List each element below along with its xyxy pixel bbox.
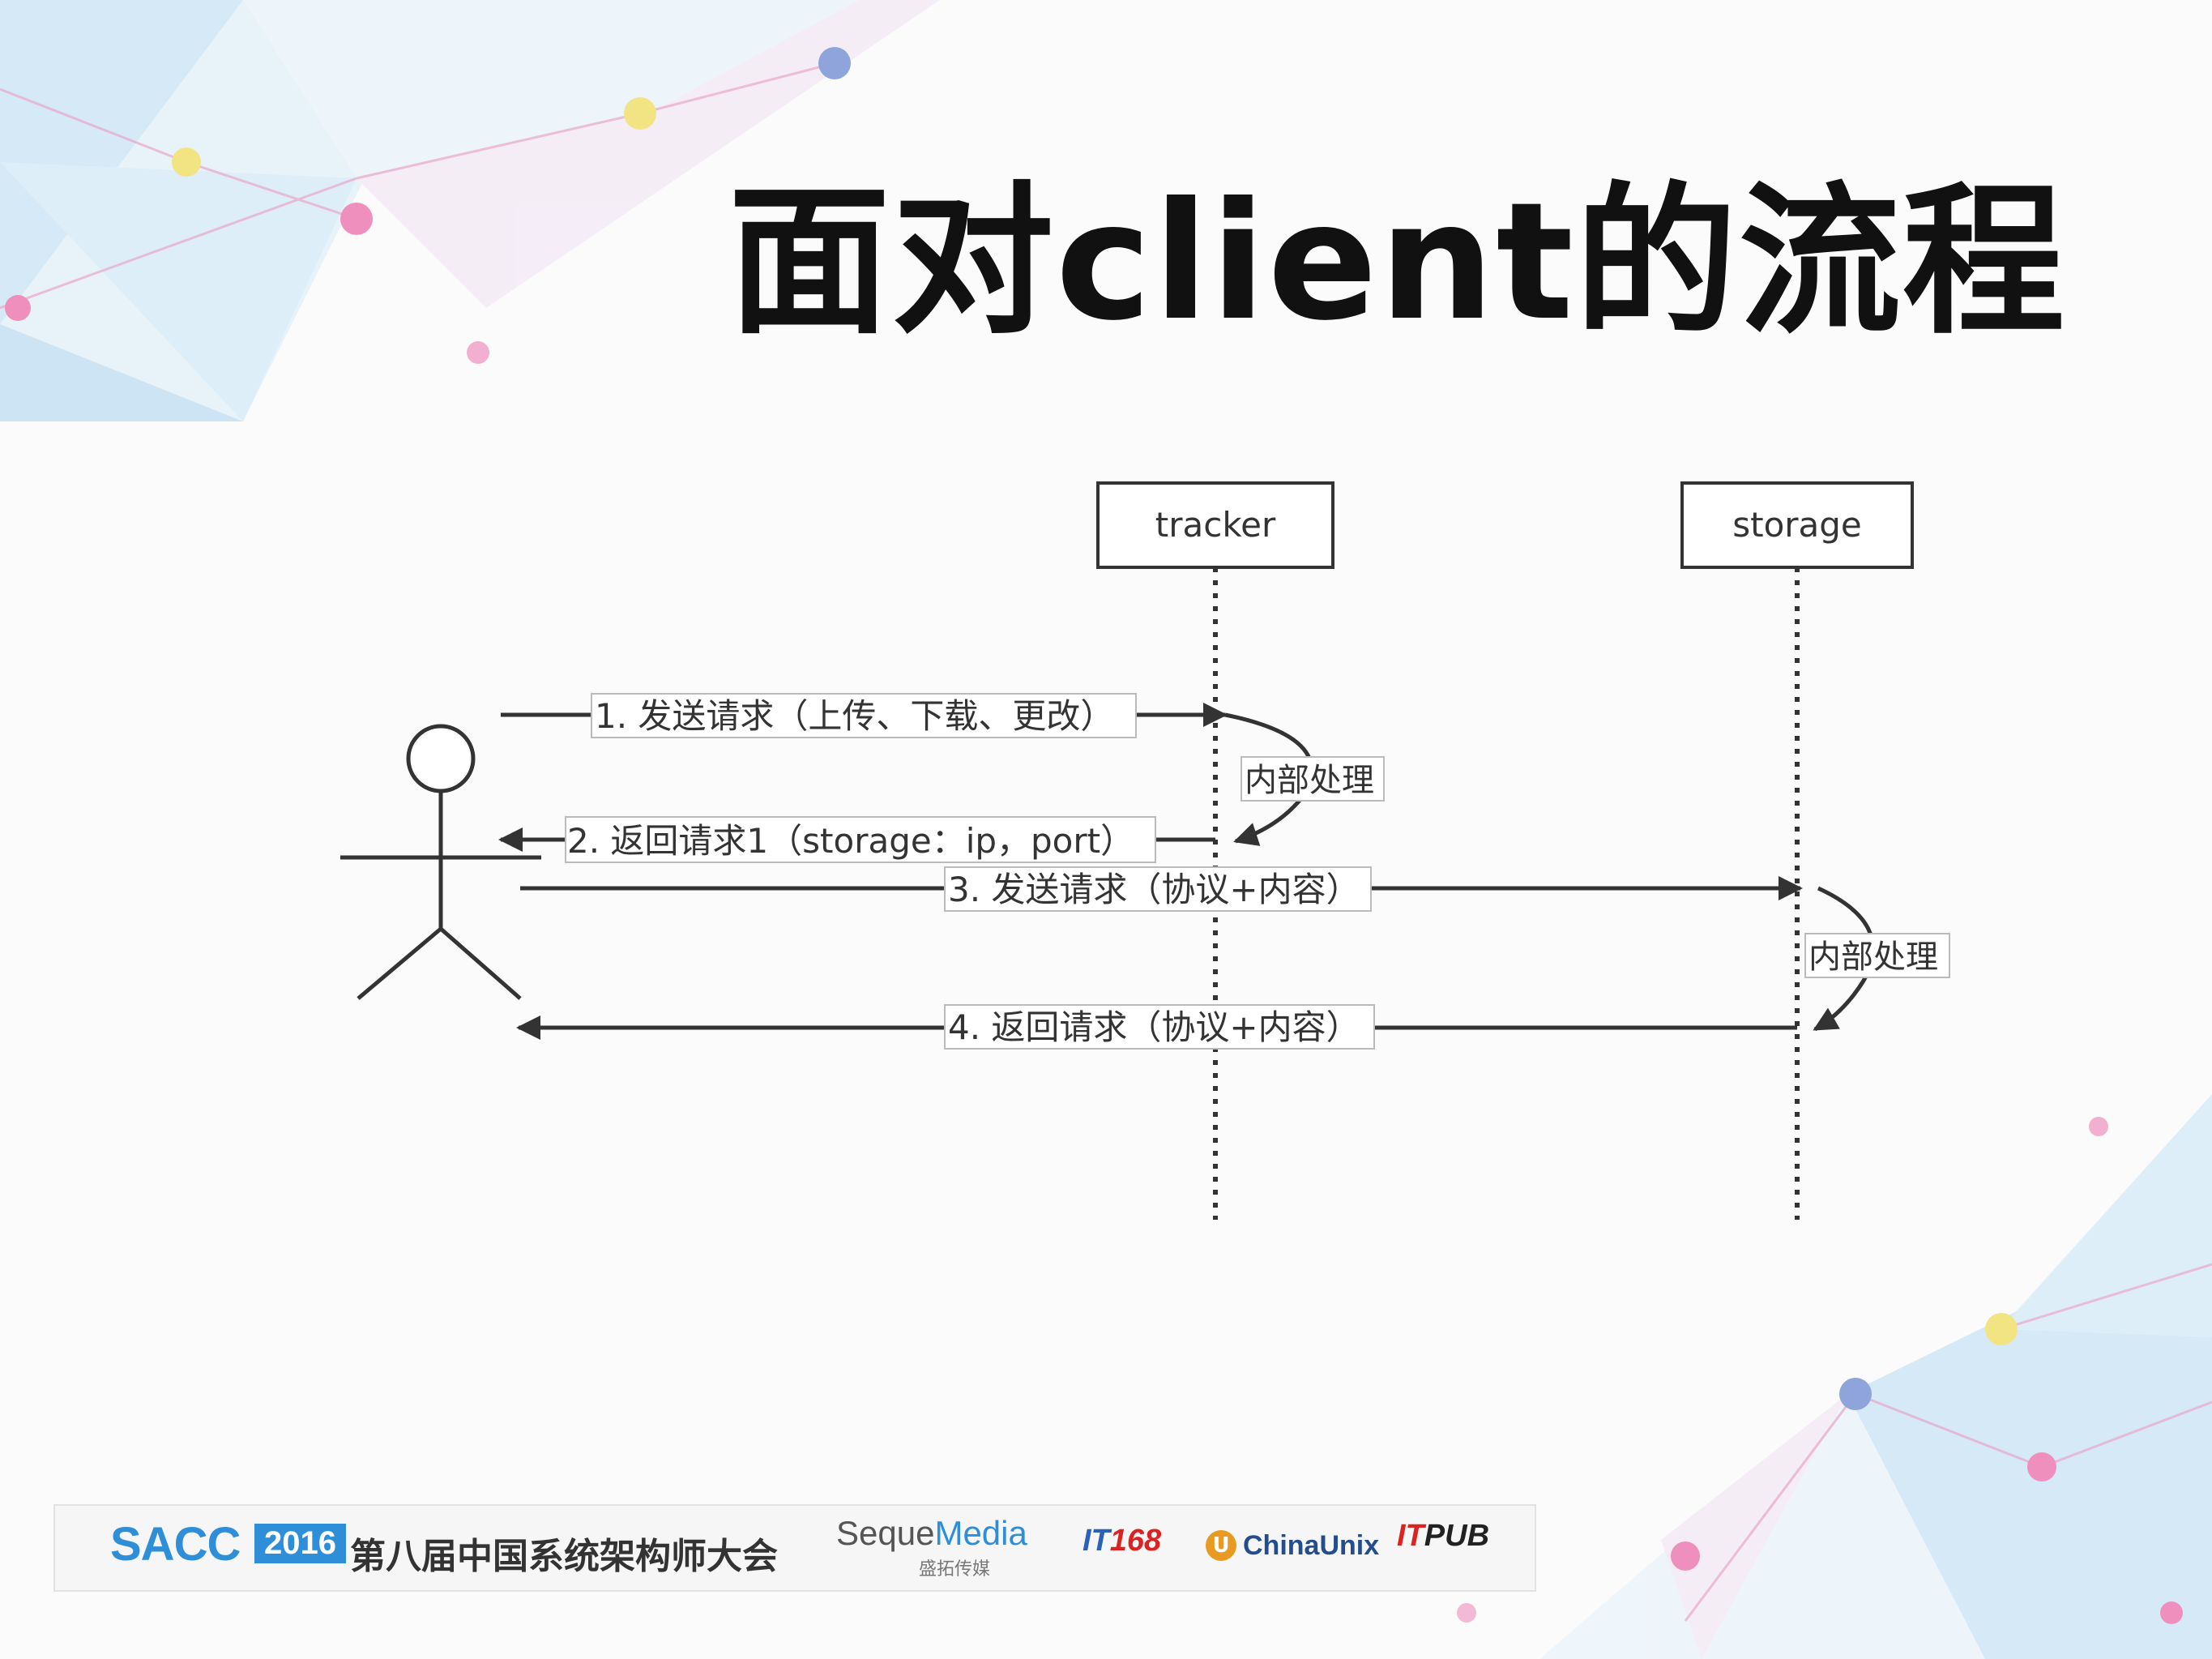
- footer-sponsor-bar: SACC 2016 第八届中国系统架构师大会 SequeMedia 盛拓传媒 I…: [53, 1504, 1536, 1592]
- self-call-storage: 内部处理: [1804, 886, 1950, 1032]
- message-2: 2. 返回请求1（storage：ip，port）: [498, 816, 1215, 863]
- message-1: 1. 发送请求（上传、下载、更改）: [501, 693, 1228, 738]
- svg-text:内部处理: 内部处理: [1245, 762, 1374, 799]
- conference-name: 第八届中国系统架构师大会: [350, 1536, 778, 1577]
- sacc-year: 2016: [254, 1524, 346, 1563]
- message-3: 3. 发送请求（协议+内容）: [520, 866, 1803, 912]
- svg-text:storage: storage: [1732, 505, 1862, 545]
- sequemedia-cn: 盛拓传媒: [919, 1559, 991, 1580]
- self-call-tracker: 内部处理: [1224, 712, 1385, 846]
- itpub-logo: ITPUB: [1397, 1519, 1490, 1553]
- svg-text:3. 发送请求（协议+内容）: 3. 发送请求（协议+内容）: [948, 870, 1360, 909]
- sacc-logo: SACC: [110, 1518, 241, 1571]
- chinaunix-logo: ChinaUnix: [1243, 1530, 1380, 1561]
- sequemedia-logo: SequeMedia: [836, 1514, 1027, 1552]
- svg-text:2. 返回请求1（storage：ip，port）: 2. 返回请求1（storage：ip，port）: [567, 821, 1134, 861]
- participant-storage: storage: [1680, 481, 1914, 569]
- it168-logo: IT168: [1083, 1524, 1162, 1558]
- svg-text:tracker: tracker: [1155, 505, 1276, 545]
- actor-client: [340, 724, 541, 1000]
- svg-text:1. 发送请求（上传、下载、更改）: 1. 发送请求（上传、下载、更改）: [595, 696, 1114, 736]
- message-4: 4. 返回请求（协议+内容）: [516, 1004, 1797, 1050]
- slide-title: 面对client的流程: [728, 168, 2066, 357]
- svg-text:内部处理: 内部处理: [1808, 939, 1938, 976]
- chinaunix-icon: U: [1206, 1530, 1236, 1561]
- svg-text:4. 返回请求（协议+内容）: 4. 返回请求（协议+内容）: [948, 1007, 1360, 1047]
- participant-tracker: tracker: [1096, 481, 1334, 569]
